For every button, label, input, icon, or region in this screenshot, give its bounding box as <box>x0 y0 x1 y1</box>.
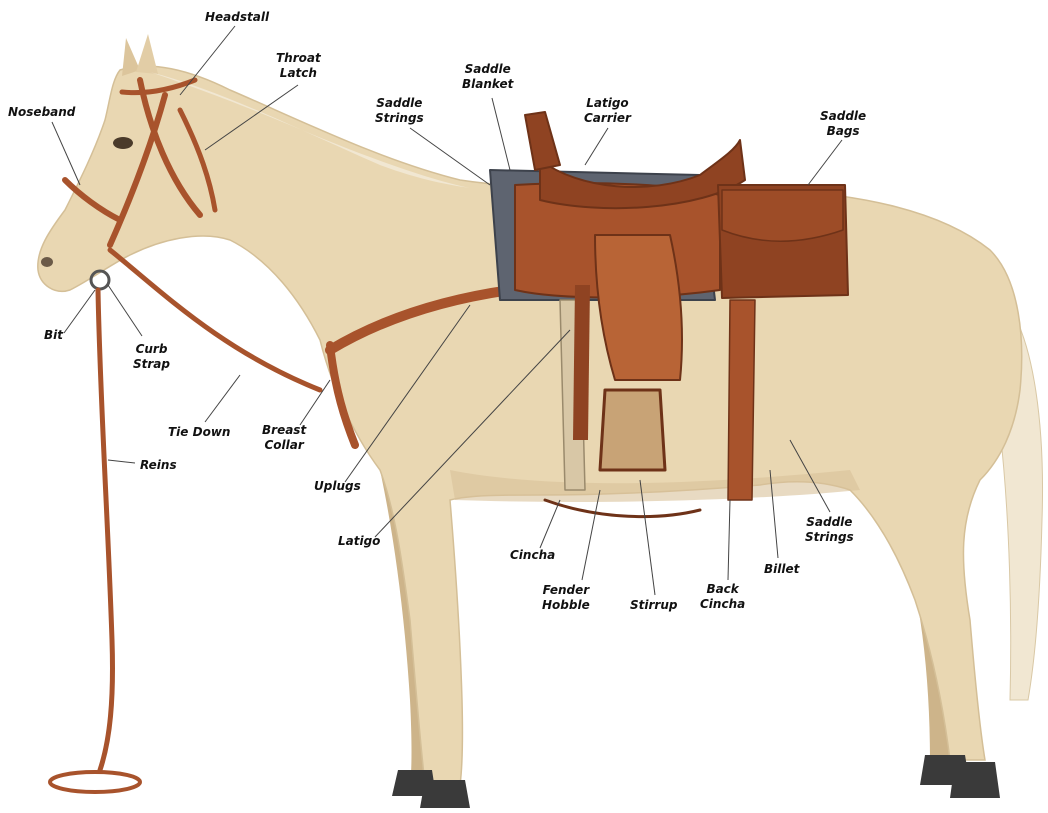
horse-nostril <box>41 257 53 267</box>
label-uplugs: Uplugs <box>314 479 361 494</box>
horse-eye <box>113 137 133 149</box>
saddle-bag-flap <box>722 190 843 241</box>
hoof-2 <box>420 780 470 808</box>
label-reins: Reins <box>140 458 177 473</box>
label-noseband: Noseband <box>8 105 75 120</box>
saddle-stirrup <box>600 390 665 470</box>
label-billet: Billet <box>764 562 799 577</box>
latigo-strap <box>573 285 590 440</box>
hoof-4 <box>950 762 1000 798</box>
back-cincha-strap <box>728 300 755 500</box>
label-headstall: Headstall <box>205 10 269 25</box>
label-latigo: Latigo <box>338 534 380 549</box>
label-tie-down: Tie Down <box>168 425 230 440</box>
label-stirrup: Stirrup <box>630 598 677 613</box>
label-bit: Bit <box>44 328 63 343</box>
label-cincha: Cincha <box>510 548 555 563</box>
